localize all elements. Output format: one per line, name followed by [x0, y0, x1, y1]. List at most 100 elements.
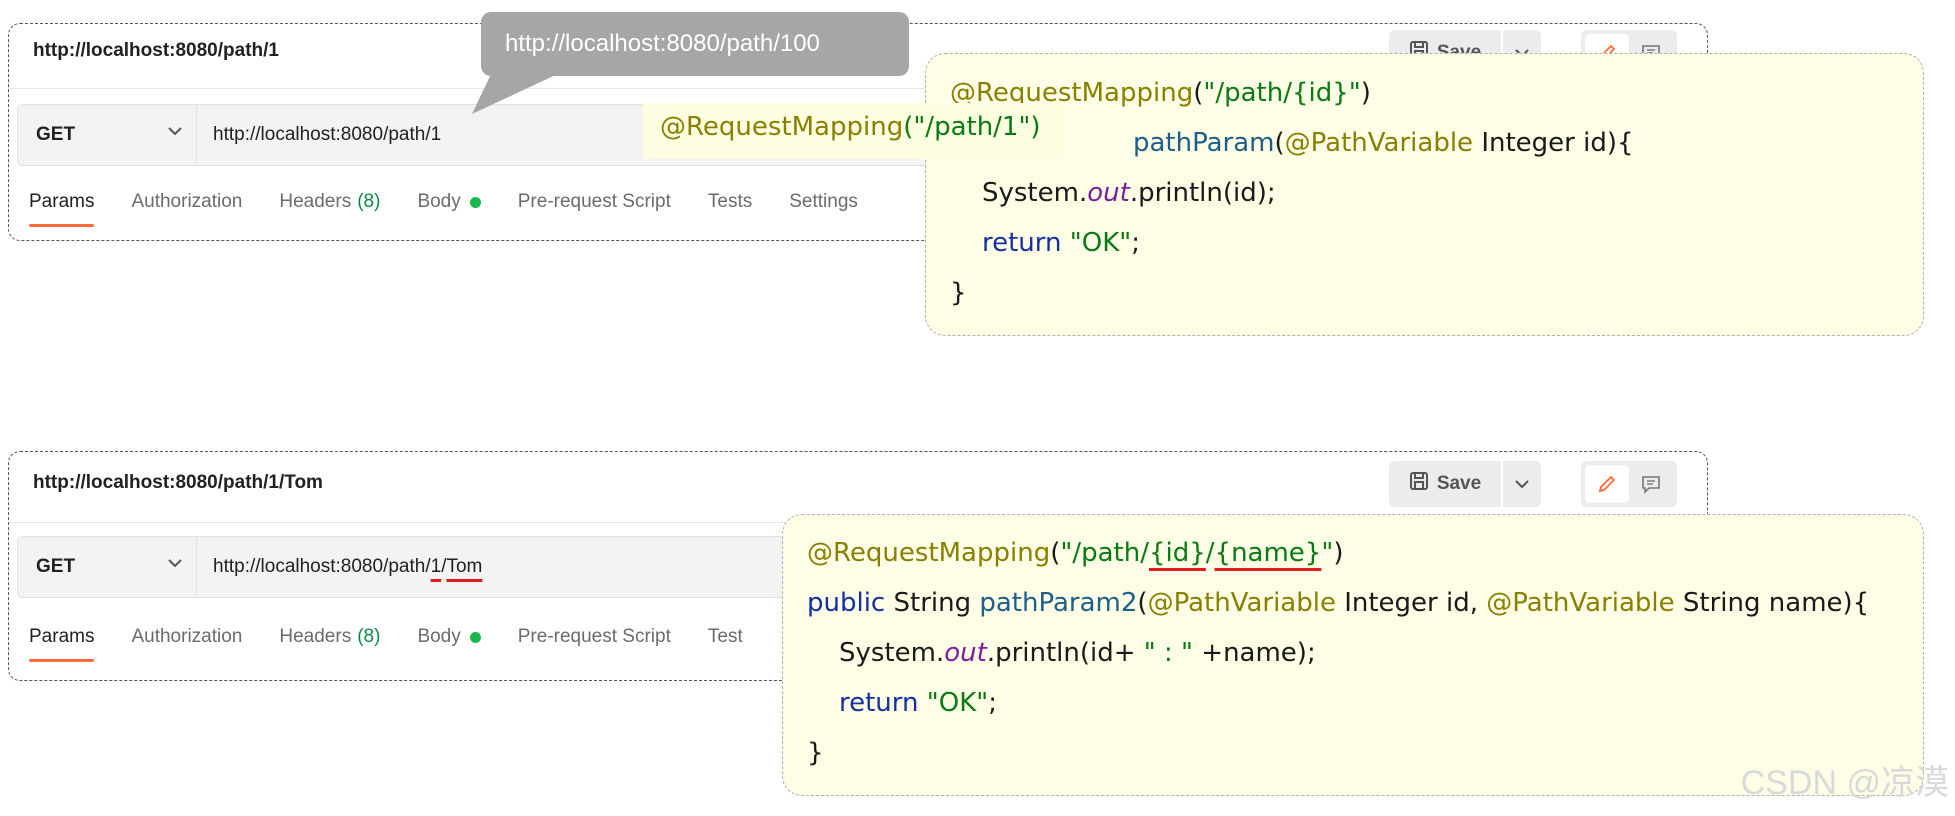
code-token: public	[807, 588, 886, 618]
tab-body[interactable]: Body	[417, 191, 481, 213]
code-token: System.	[982, 178, 1088, 208]
code-token: ;	[988, 688, 997, 718]
comment-icon	[1642, 476, 1660, 494]
code-token: (	[1137, 588, 1148, 618]
tab-label: Pre-request Script	[517, 191, 671, 212]
code-line: System.out.println(id);	[982, 178, 1276, 208]
headers-count: (8)	[357, 626, 381, 647]
tab-headers[interactable]: Headers(8)	[279, 191, 380, 213]
code-token: {name}	[1214, 538, 1322, 568]
code-token: @RequestMapping	[660, 112, 904, 142]
save-options-button[interactable]	[1503, 461, 1541, 507]
code-token: " : "	[1143, 638, 1194, 668]
code-token: .println(id+	[986, 638, 1144, 668]
code-snippet-1: @RequestMapping("/path/{id}") pathParam(…	[925, 53, 1924, 336]
tooltip-pointer	[472, 72, 562, 114]
url-tooltip: http://localhost:8080/path/100	[481, 12, 909, 76]
tab-authorization[interactable]: Authorization	[131, 626, 242, 648]
request-tabs: Params Authorization Headers(8) Body Pre…	[29, 626, 780, 662]
body-indicator-dot	[469, 631, 481, 643]
code-line: System.out.println(id+ " : " +name);	[839, 638, 1316, 668]
tab-label: Pre-request Script	[517, 626, 671, 647]
code-token: )	[1333, 538, 1344, 568]
tab-settings[interactable]: Settings	[789, 191, 858, 213]
request-title: http://localhost:8080/path/1	[33, 40, 279, 61]
tab-pre-request-script[interactable]: Pre-request Script	[518, 626, 671, 648]
code-line: }	[807, 738, 824, 768]
tab-label: Params	[29, 191, 95, 212]
url-input[interactable]: http://localhost:8080/path/1/Tom	[213, 556, 482, 578]
code-token: "	[1321, 538, 1334, 568]
tooltip-text: http://localhost:8080/path/100	[505, 30, 820, 57]
tab-label: Params	[29, 626, 95, 647]
code-token: (	[1193, 78, 1204, 108]
code-token: /	[1205, 538, 1215, 568]
save-icon	[1409, 471, 1429, 497]
url-separator: /	[441, 556, 447, 577]
method-select[interactable]: GET	[18, 537, 197, 597]
comments-button[interactable]	[1629, 465, 1673, 503]
code-token: ("/path/1")	[903, 112, 1041, 142]
code-token: pathParam2	[979, 588, 1138, 618]
tab-headers[interactable]: Headers(8)	[279, 626, 380, 648]
code-token: "/path/{id}"	[1203, 78, 1361, 108]
request-tabs: Params Authorization Headers(8) Body Pre…	[29, 191, 895, 227]
method-select[interactable]: GET	[18, 105, 197, 165]
tab-label: Tests	[707, 191, 753, 212]
code-token: Integer id,	[1335, 588, 1487, 618]
url-path-name: Tom	[446, 556, 483, 577]
tab-label: Settings	[789, 191, 858, 212]
edit-button[interactable]	[1585, 465, 1629, 503]
view-toggle-group	[1581, 461, 1677, 507]
url-input[interactable]: http://localhost:8080/path/1	[213, 124, 442, 145]
code-token: "OK"	[1069, 228, 1132, 258]
code-token: @PathVariable	[1486, 588, 1675, 618]
code-token: "/path/	[1060, 538, 1149, 568]
url-path-id: 1	[430, 556, 442, 577]
tab-label: Authorization	[131, 191, 243, 212]
code-line: @RequestMapping("/path/{id}")	[950, 78, 1371, 108]
tab-label: Body	[417, 626, 461, 647]
tab-authorization[interactable]: Authorization	[131, 191, 242, 213]
tab-params[interactable]: Params	[29, 191, 95, 227]
code-snippet-2: @RequestMapping("/path/{id}/{name}") pub…	[782, 514, 1924, 796]
tab-label: Test	[707, 626, 743, 647]
code-token: (	[1274, 128, 1285, 158]
code-line: }	[950, 278, 967, 308]
method-label: GET	[36, 556, 76, 577]
tab-body[interactable]: Body	[417, 626, 481, 648]
headers-count: (8)	[357, 191, 381, 212]
tab-tests[interactable]: Tests	[708, 191, 752, 213]
code-token: }	[807, 738, 824, 768]
code-token: +name);	[1193, 638, 1316, 668]
tab-pre-request-script[interactable]: Pre-request Script	[518, 191, 671, 213]
tab-label: Headers	[279, 191, 352, 212]
body-indicator-dot	[469, 196, 481, 208]
code-token: }	[950, 278, 967, 308]
code-line: public String pathParam2(@PathVariable I…	[807, 588, 1869, 618]
save-label: Save	[1436, 473, 1482, 494]
tab-params[interactable]: Params	[29, 626, 95, 662]
method-label: GET	[36, 124, 76, 145]
code-line: return "OK";	[982, 228, 1140, 258]
code-token: @RequestMapping	[807, 538, 1051, 568]
watermark: CSDN @凉漠	[1740, 764, 1949, 802]
save-button[interactable]: Save	[1389, 461, 1501, 507]
code-token: @PathVariable	[1147, 588, 1336, 618]
tab-tests[interactable]: Test	[708, 626, 743, 648]
code-line: return "OK";	[839, 688, 997, 718]
code-token: Integer id){	[1473, 128, 1634, 158]
pencil-icon	[1598, 475, 1616, 493]
code-token: (	[1050, 538, 1061, 568]
code-token: "OK"	[926, 688, 989, 718]
code-token: .println(id);	[1129, 178, 1276, 208]
request-mapping-overlay: @RequestMapping("/path/1")	[643, 103, 1063, 159]
save-group: Save	[1389, 461, 1541, 507]
code-token: @PathVariable	[1284, 128, 1474, 158]
chevron-down-icon	[168, 559, 182, 568]
request-title: http://localhost:8080/path/1/Tom	[33, 472, 323, 493]
tab-label: Body	[417, 191, 461, 212]
code-token: return	[839, 688, 919, 718]
code-token: return	[982, 228, 1062, 258]
code-token: String name){	[1674, 588, 1870, 618]
